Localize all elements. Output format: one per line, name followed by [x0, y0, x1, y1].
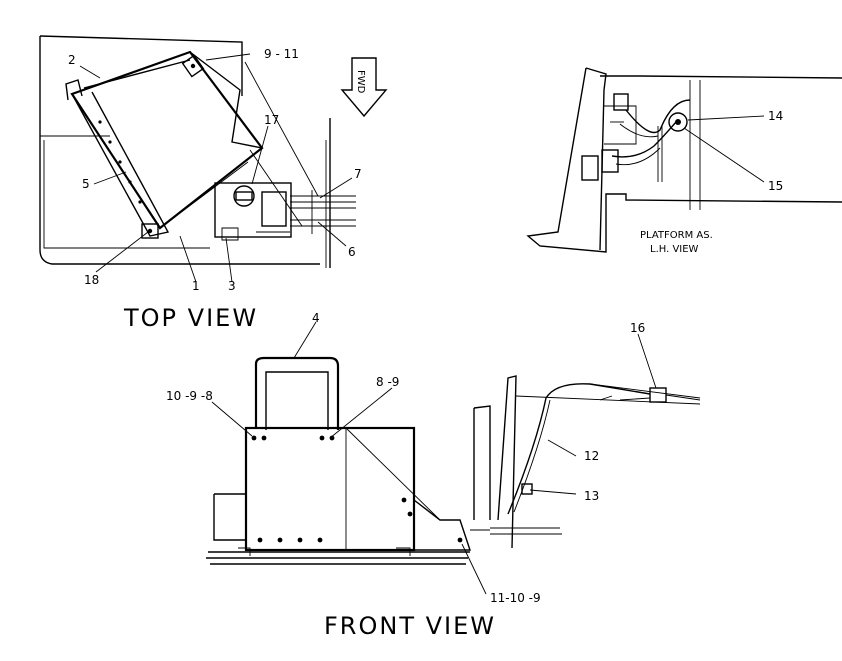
fwd-arrow: FWD — [340, 57, 388, 118]
platform-lh-view: 14 15 PLATFORM AS. L.H. VIEW — [526, 67, 842, 255]
battery-box-front — [244, 426, 416, 552]
platform-title-line2: L.H. VIEW — [650, 244, 699, 255]
top-view-title: TOP VIEW — [123, 304, 258, 332]
platform-outline — [526, 67, 842, 253]
callout-1: 1 — [192, 279, 200, 293]
callout-2: 2 — [68, 53, 76, 67]
callout-15: 15 — [768, 179, 783, 193]
callout-4: 4 — [312, 311, 320, 325]
front-view-title: FRONT VIEW — [324, 612, 496, 640]
front-view: 4 16 10 -9 -8 8 -9 12 13 11-10 -9 FRONT … — [166, 311, 701, 640]
callout-7: 7 — [354, 167, 362, 181]
callout-5: 5 — [82, 177, 90, 191]
switch-box — [214, 118, 356, 268]
callout-17: 17 — [264, 113, 279, 127]
callout-18: 18 — [84, 273, 99, 287]
top-view: FWD 2 9 - 11 17 5 7 6 18 1 3 TOP VIEW — [39, 35, 388, 332]
callout-12: 12 — [584, 449, 599, 463]
battery-box — [65, 50, 264, 239]
callout-14: 14 — [768, 109, 783, 123]
callout-3: 3 — [228, 279, 236, 293]
callout-10-9-8: 10 -9 -8 — [166, 389, 213, 403]
callout-13: 13 — [584, 489, 599, 503]
callout-6: 6 — [348, 245, 356, 259]
frame-outline — [39, 36, 320, 265]
carry-handle — [254, 356, 340, 430]
platform-title-line1: PLATFORM AS. — [640, 230, 713, 241]
callout-16: 16 — [630, 321, 645, 335]
callout-8-9: 8 -9 — [376, 375, 399, 389]
fwd-label: FWD — [355, 70, 366, 94]
callout-11-10-9: 11-10 -9 — [490, 591, 541, 605]
callout-9-11: 9 - 11 — [264, 47, 299, 61]
